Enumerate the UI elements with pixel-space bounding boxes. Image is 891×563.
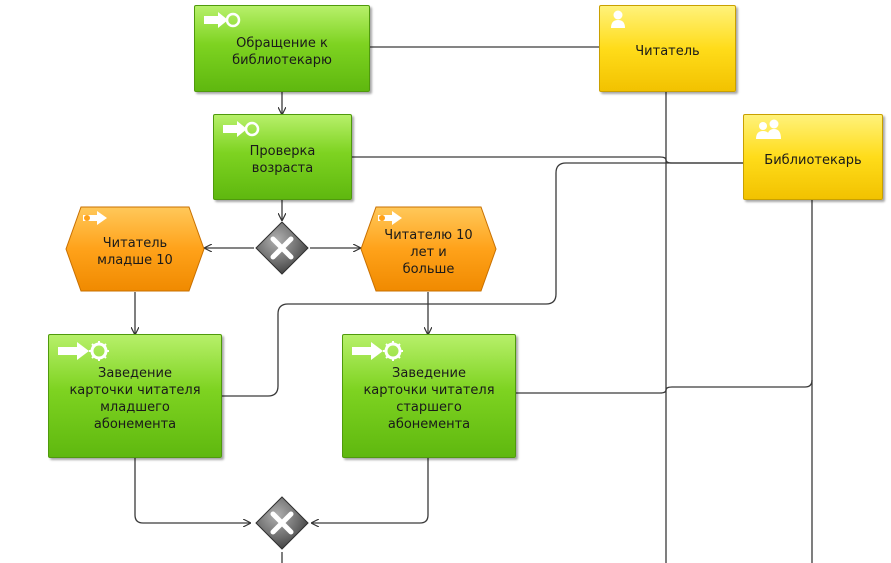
- link-age-check-librarian: [352, 156, 743, 164]
- group-icon: [756, 119, 781, 139]
- event-reader-under-10[interactable]: Читатель младше 10: [65, 206, 205, 292]
- function-gear-arrow-icon: [352, 341, 403, 361]
- function-label: Проверка возраста: [249, 144, 316, 176]
- person-icon: [611, 10, 625, 28]
- role-label: Библиотекарь: [764, 152, 862, 168]
- function-gear-arrow-icon: [58, 341, 109, 361]
- event-label: Читатель младше 10: [97, 236, 173, 268]
- function-label: Заведение карточки читателя старшего або…: [363, 366, 495, 432]
- function-create-junior-card[interactable]: Заведение карточки читателя младшего або…: [48, 334, 222, 458]
- function-arrow-icon: [223, 121, 260, 137]
- function-label: Обращение к библиотекарю: [232, 35, 332, 68]
- flow-junior-merge: [134, 458, 250, 523]
- function-age-check[interactable]: Проверка возраста: [213, 114, 352, 200]
- xor-cross-icon: [270, 511, 294, 535]
- xor-cross-icon: [270, 236, 294, 260]
- event-hexagon: [360, 206, 497, 292]
- event-arrow-icon: [83, 211, 107, 225]
- function-appeal-to-librarian[interactable]: Обращение к библиотекарю: [194, 5, 370, 92]
- link-senior-librarian: [516, 379, 813, 394]
- function-create-senior-card[interactable]: Заведение карточки читателя старшего або…: [342, 334, 516, 458]
- role-librarian[interactable]: Библиотекарь: [743, 114, 883, 200]
- role-reader[interactable]: Читатель: [599, 5, 736, 92]
- event-label: Читателю 10 лет и больше: [384, 227, 473, 277]
- role-label: Читатель: [635, 44, 700, 59]
- event-reader-10-and-over[interactable]: Читателю 10 лет и больше: [360, 206, 497, 292]
- function-label: Заведение карточки читателя младшего або…: [69, 366, 201, 432]
- xor-gateway-split[interactable]: [255, 221, 309, 275]
- xor-gateway-merge[interactable]: [255, 496, 309, 550]
- event-hexagon: [65, 206, 205, 292]
- event-arrow-icon: [378, 211, 402, 225]
- flow-senior-merge: [312, 458, 429, 523]
- link-junior-librarian: [222, 162, 743, 397]
- function-arrow-icon: [204, 12, 241, 28]
